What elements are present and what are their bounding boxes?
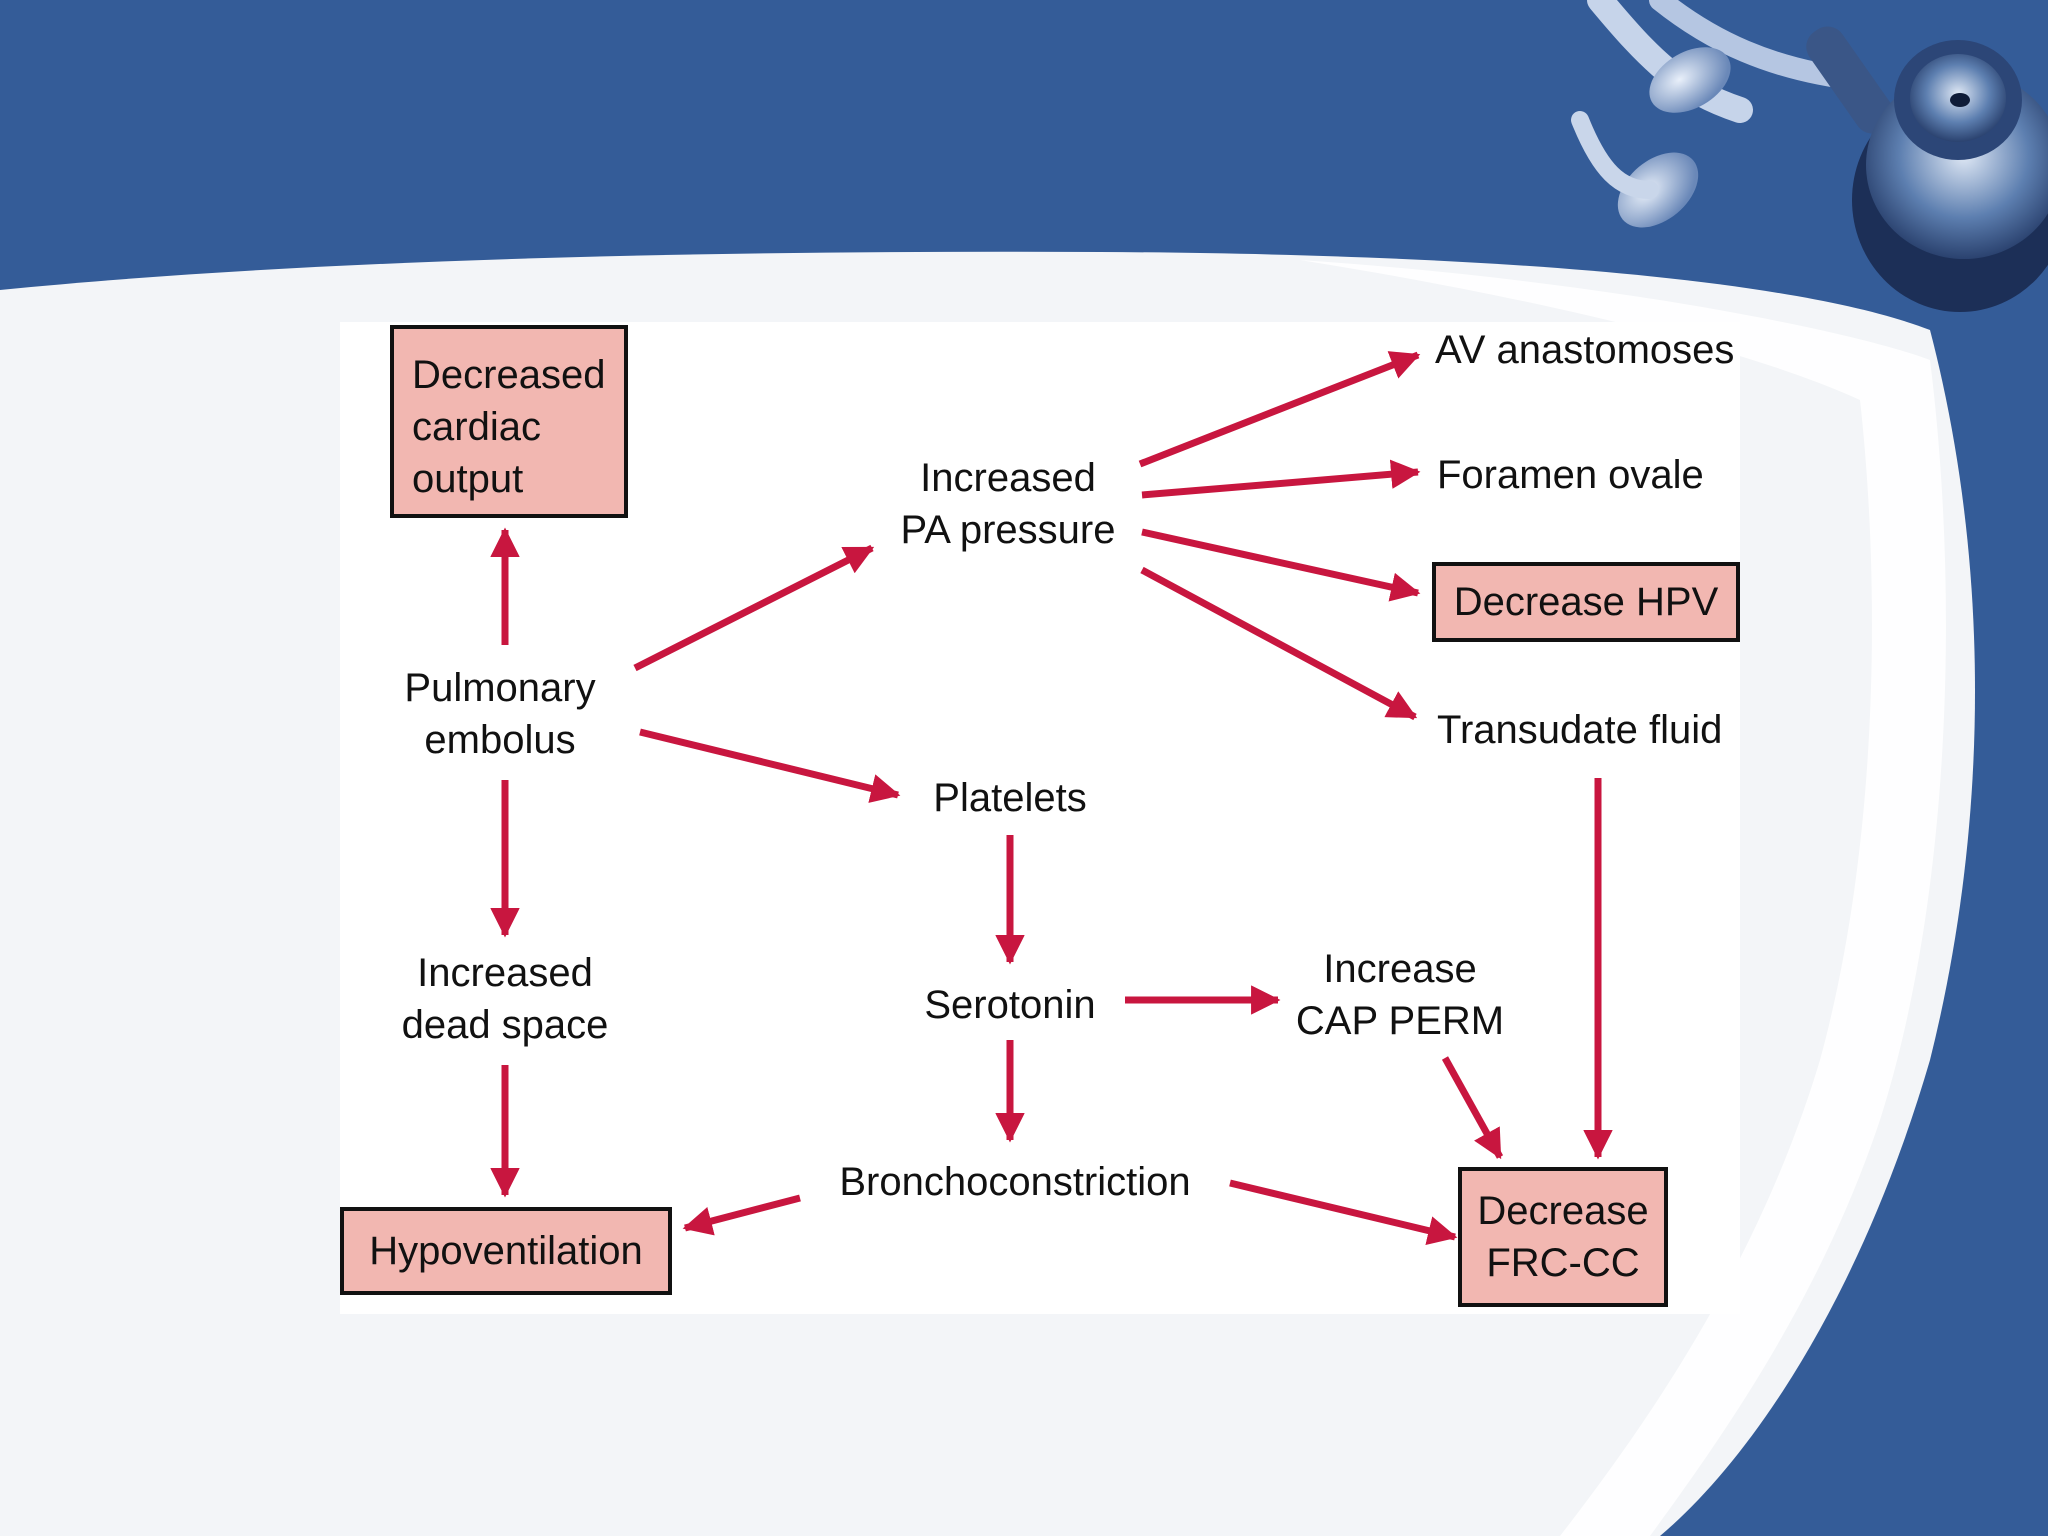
node-bronchoconstriction: Bronchoconstriction: [839, 1160, 1191, 1204]
arrow-bronchoconstriction-to-hypoventilation: [682, 1194, 801, 1236]
node-av-anastomoses: AV anastomoses: [1435, 328, 1735, 372]
node-platelets: Platelets: [933, 776, 1087, 820]
node-pulmonary-embolus: Pulmonary embolus: [404, 666, 596, 762]
node-decrease-frc-cc: Decrease FRC-CC: [1458, 1167, 1668, 1307]
arrow-cap-perm-to-frc-cc: [1441, 1056, 1504, 1160]
arrow-pa-pressure-to-foramen-ovale: [1141, 459, 1421, 499]
arrow-bronchoconstriction-to-frc-cc: [1229, 1179, 1458, 1246]
arrow-pa-pressure-to-av-anastomoses: [1138, 351, 1421, 468]
node-decreased-cardiac-output: Decreased cardiac output: [390, 325, 628, 518]
node-transudate-fluid: Transudate fluid: [1437, 708, 1723, 752]
node-increased-dead-space: Increased dead space: [401, 951, 609, 1047]
arrow-pa-pressure-to-decrease-hpv: [1141, 528, 1421, 602]
stethoscope-icon: [1571, 0, 2048, 312]
node-hypoventilation: Hypoventilation: [340, 1207, 672, 1295]
node-foramen-ovale: Foramen ovale: [1437, 453, 1704, 497]
panel-highlight: [1300, 260, 1946, 1536]
node-increase-cap-perm: Increase CAP PERM: [1295, 947, 1505, 1043]
arrow-pa-pressure-to-transudate-fluid: [1140, 566, 1418, 721]
node-decrease-hpv: Decrease HPV: [1432, 562, 1740, 642]
node-serotonin: Serotonin: [924, 983, 1096, 1027]
arrow-embolus-to-pa-pressure: [633, 544, 875, 672]
node-increased-pa-pressure: Increased PA pressure: [900, 456, 1116, 552]
arrow-embolus-to-platelets: [639, 728, 901, 803]
